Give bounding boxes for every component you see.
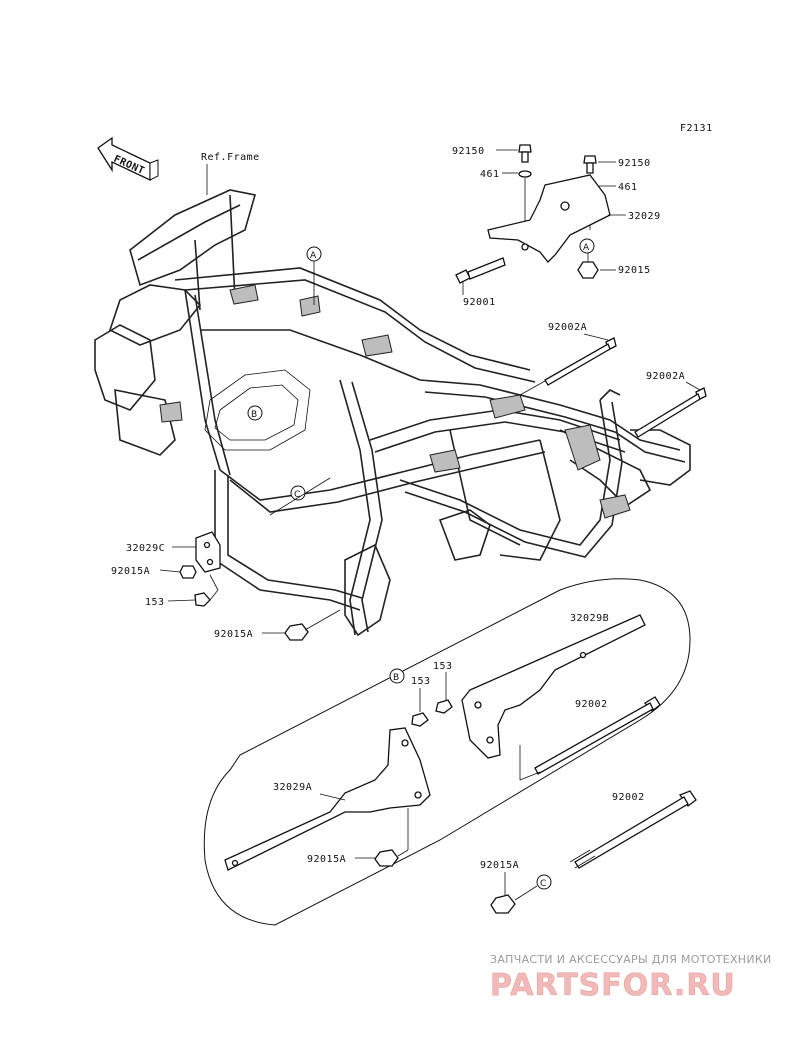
bolt-92002A-right: [634, 387, 707, 438]
callout-b-inset-label: B: [393, 673, 399, 683]
label-32029C: 32029C: [126, 543, 165, 554]
nut-92015A-bottom: [284, 609, 341, 641]
label-92150-right: 92150: [618, 158, 651, 169]
callout-a-bracket-label: A: [583, 243, 590, 253]
callout-c-bottom-label: C: [540, 879, 546, 889]
nut-92015A-lower: C: [490, 874, 552, 914]
callout-a-frame: A: [306, 246, 322, 305]
label-461-right: 461: [618, 182, 638, 193]
callout-b-label: B: [251, 410, 257, 420]
bracket-32029-assembly: [455, 144, 611, 284]
label-92015A-bottom: 92015A: [214, 629, 253, 640]
atv-frame: [94, 189, 691, 637]
label-32029B: 32029B: [570, 613, 609, 624]
label-32029: 32029: [628, 211, 661, 222]
inset-detail-b: B: [203, 578, 691, 926]
label-92001: 92001: [463, 297, 496, 308]
label-92015A-inset: 92015A: [307, 854, 346, 865]
callout-a-label: A: [310, 251, 317, 261]
label-153-mid2: 153: [411, 676, 431, 687]
bolt-92002A-top: [519, 337, 617, 396]
ref-frame-label: Ref.Frame: [201, 152, 260, 163]
bolt-92002-bottom: [569, 790, 697, 869]
label-92015A-lower: 92015A: [480, 860, 519, 871]
label-461-left: 461: [480, 169, 500, 180]
front-arrow-icon: FRONT: [97, 136, 159, 182]
callout-a-bracket: A: [579, 238, 595, 254]
label-92150-left: 92150: [452, 146, 485, 157]
callout-c-frame: C: [269, 477, 331, 516]
label-32029A: 32029A: [273, 782, 312, 793]
watermark-tagline: ЗАПЧАСТИ И АКСЕССУАРЫ ДЛЯ МОТОТЕХНИКИ: [490, 953, 772, 966]
label-92015A-left: 92015A: [111, 566, 150, 577]
label-92002A-right: 92002A: [646, 371, 685, 382]
callout-b-frame: B: [247, 405, 263, 421]
callout-c-label: C: [294, 490, 300, 500]
label-92002-mid: 92002: [575, 699, 608, 710]
bracket-32029C: [179, 531, 221, 607]
label-153-left: 153: [145, 597, 165, 608]
label-92002A-top: 92002A: [548, 322, 587, 333]
label-92015: 92015: [618, 265, 651, 276]
label-92002-bottom: 92002: [612, 792, 645, 803]
watermark-logo: PARTSFOR.RU: [490, 968, 736, 1003]
label-153-mid: 153: [433, 661, 453, 672]
diagram-code: F2131: [680, 123, 713, 134]
